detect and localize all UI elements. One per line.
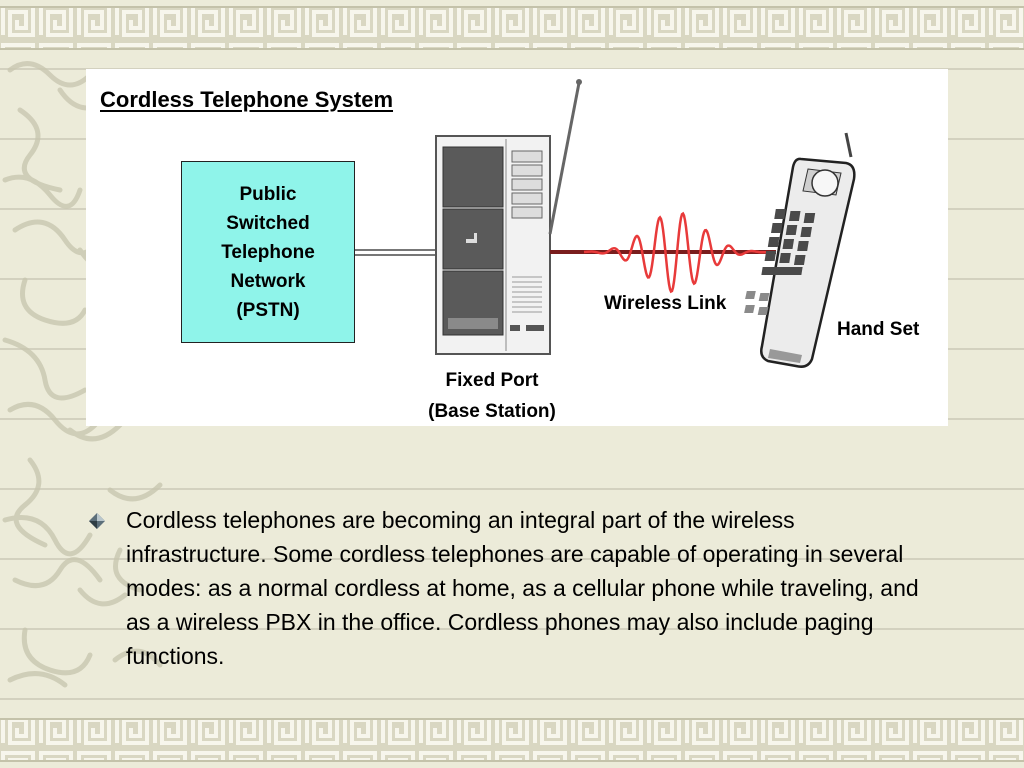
pstn-label-line: Network <box>230 270 306 292</box>
cordless-system-diagram: Cordless Telephone System Public Switche… <box>86 69 948 426</box>
diagram-title: Cordless Telephone System <box>100 87 394 112</box>
pstn-label-line: Switched <box>226 212 310 234</box>
pstn-link-line <box>355 249 436 256</box>
diagram-graphics <box>355 79 856 368</box>
wireless-link-label: Wireless Link <box>604 293 727 314</box>
pstn-label-line: (PSTN) <box>236 299 300 321</box>
wireless-signal-wave <box>583 211 767 294</box>
base-station-label-line: Fixed Port <box>445 370 539 391</box>
base-station-label-line: (Base Station) <box>428 401 556 422</box>
pstn-label-line: Public <box>239 183 297 205</box>
top-meander-border <box>0 0 1024 56</box>
pstn-label-line: Telephone <box>221 241 315 263</box>
diamond-bullet-icon <box>89 513 105 529</box>
bottom-meander-border <box>0 708 1024 768</box>
pstn-box: Public Switched Telephone Network (PSTN) <box>181 161 355 343</box>
cordless-handset-icon <box>744 132 856 368</box>
antenna-icon <box>548 79 582 235</box>
handset-label: Hand Set <box>837 319 920 340</box>
bullet-text: Cordless telephones are becoming an inte… <box>126 507 919 669</box>
base-station-label: Fixed Port (Base Station) <box>376 365 608 427</box>
base-station-icon <box>435 135 551 355</box>
